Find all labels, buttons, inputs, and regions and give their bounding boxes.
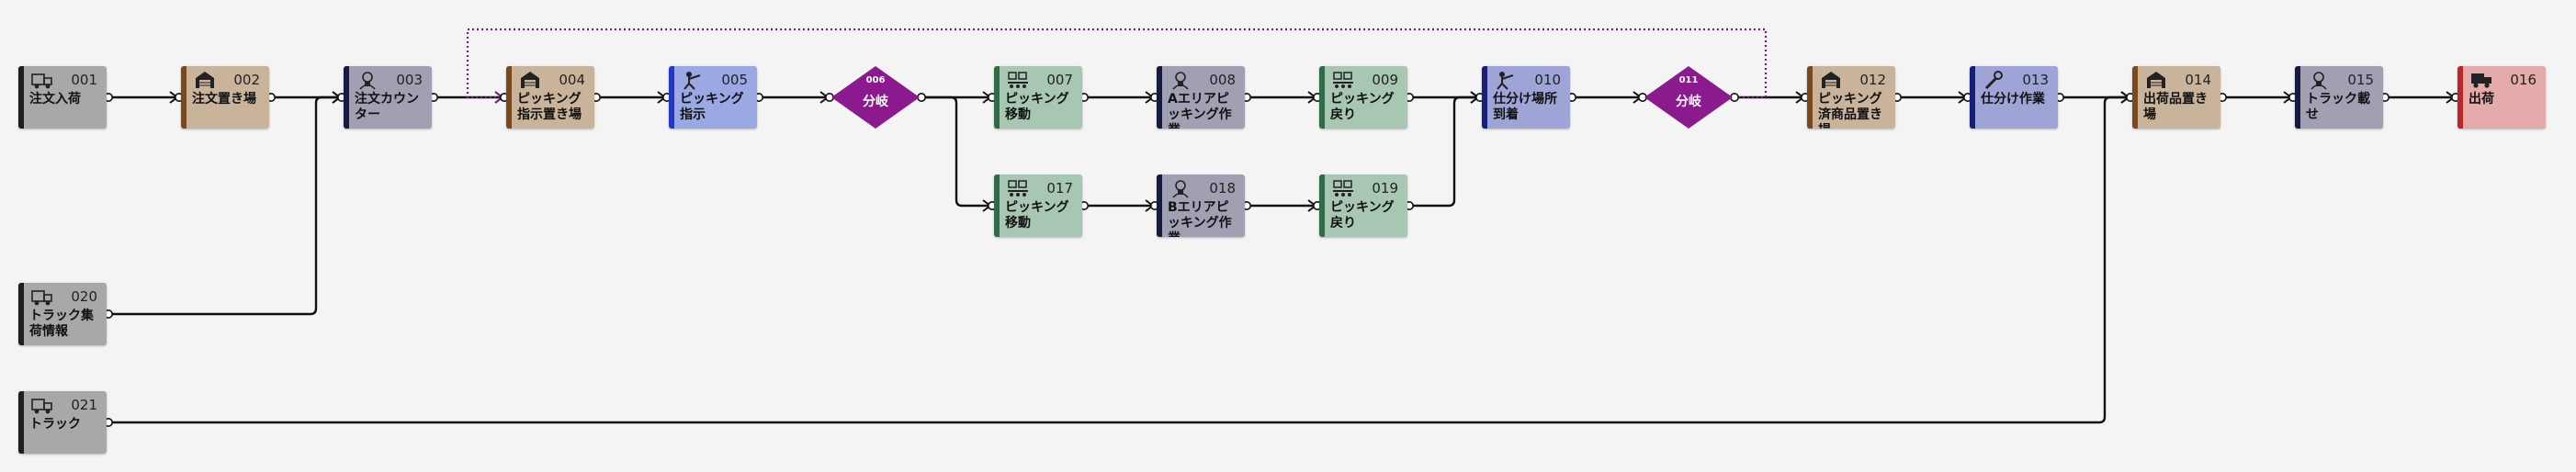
node-number: 004 [559, 72, 585, 88]
warehouse-icon [194, 70, 216, 90]
node-number: 001 [71, 72, 97, 88]
node-label: 出荷品置き場 [2143, 92, 2208, 122]
node-number: 013 [2022, 72, 2049, 88]
worker-icon [1169, 178, 1192, 198]
node-label: ピッキング移動 [1005, 200, 1069, 230]
diamond-shape [1644, 66, 1733, 129]
warehouse-icon [519, 70, 541, 90]
node-label: トラック集荷情報 [29, 309, 94, 339]
node-number: 009 [1372, 72, 1398, 88]
node-number: 010 [1534, 72, 1561, 88]
node-label: 分岐 [863, 95, 888, 109]
edge-line [925, 96, 990, 208]
node-label: ピッキング移動 [1005, 92, 1069, 122]
node-number: 005 [721, 72, 748, 88]
node-label: Bエリアピッキング作業 [1168, 200, 1232, 237]
operator-icon [1495, 70, 1517, 90]
conveyor-icon [1332, 70, 1354, 90]
node-001[interactable]: 001 注文入荷 [18, 66, 107, 129]
node-017[interactable]: 017 ピッキング移動 [994, 174, 1082, 237]
node-number: 016 [2510, 72, 2536, 88]
node-004[interactable]: 004 ピッキング指示置き場 [506, 66, 594, 129]
edge-line [1413, 96, 1478, 208]
worker-icon [1169, 70, 1192, 90]
node-number: 008 [1209, 72, 1236, 88]
node-label: ピッキング戻り [1330, 200, 1395, 230]
node-number: 012 [1859, 72, 1886, 88]
node-014[interactable]: 014 出荷品置き場 [2132, 66, 2220, 129]
node-number: 006 [865, 75, 886, 85]
warehouse-icon [1820, 70, 1842, 90]
conveyor-icon [1332, 178, 1354, 198]
node-number: 002 [233, 72, 260, 88]
node-number: 011 [1678, 75, 1699, 85]
node-number: 020 [71, 288, 97, 305]
node-003[interactable]: 003 注文カウンター [344, 66, 432, 129]
node-007[interactable]: 007 ピッキング移動 [994, 66, 1082, 129]
edge-line [112, 96, 2129, 424]
node-number: 018 [1209, 180, 1236, 197]
worker-icon [2308, 70, 2330, 90]
node-label: 仕分け場所到着 [1493, 92, 1557, 122]
node-label: 注文入荷 [29, 92, 81, 107]
node-015[interactable]: 015 トラック載せ [2295, 66, 2383, 129]
node-002[interactable]: 002 注文置き場 [181, 66, 269, 129]
node-number: 017 [1046, 180, 1073, 197]
truck-icon [31, 70, 53, 90]
tool-icon [1983, 70, 2005, 90]
node-013[interactable]: 013 仕分け作業 [1970, 66, 2058, 129]
node-label: ピッキング戻り [1330, 92, 1395, 122]
node-number: 021 [71, 397, 97, 413]
shipping-truck-icon [2470, 70, 2492, 90]
conveyor-icon [1007, 178, 1029, 198]
node-label: ピッキング指示 [680, 92, 744, 122]
node-label: ピッキング指示置き場 [517, 92, 582, 122]
node-005[interactable]: 005 ピッキング指示 [669, 66, 757, 129]
node-label: 注文カウンター [355, 92, 419, 122]
node-label: Aエリアピッキング作業 [1168, 92, 1232, 129]
node-008[interactable]: 008 Aエリアピッキング作業 [1157, 66, 1245, 129]
node-010[interactable]: 010 仕分け場所到着 [1482, 66, 1570, 129]
node-021[interactable]: 021 トラック [18, 391, 107, 454]
node-number: 007 [1046, 72, 1073, 88]
node-label: 出荷 [2469, 92, 2494, 107]
operator-icon [682, 70, 704, 90]
node-label: 注文置き場 [192, 92, 256, 107]
decision-node-006[interactable]: 006 分岐 [831, 66, 920, 129]
node-number: 003 [396, 72, 423, 88]
node-019[interactable]: 019 ピッキング戻り [1319, 174, 1407, 237]
decision-node-011[interactable]: 011 分岐 [1644, 66, 1733, 129]
node-label: ピッキング済商品置き場 [1818, 92, 1882, 129]
node-label: 分岐 [1676, 95, 1701, 109]
node-number: 014 [2185, 72, 2211, 88]
truck-icon [31, 395, 53, 415]
edge-line [466, 28, 1768, 99]
node-number: 015 [2347, 72, 2374, 88]
node-label: 仕分け作業 [1981, 92, 2045, 107]
node-020[interactable]: 020 トラック集荷情報 [18, 283, 107, 345]
worker-icon [356, 70, 378, 90]
node-016[interactable]: 016 出荷 [2457, 66, 2546, 129]
truck-icon [31, 287, 53, 307]
edge-line [112, 96, 340, 316]
node-number: 019 [1372, 180, 1398, 197]
conveyor-icon [1007, 70, 1029, 90]
node-label: トラック載せ [2306, 92, 2370, 122]
node-009[interactable]: 009 ピッキング戻り [1319, 66, 1407, 129]
warehouse-icon [2145, 70, 2167, 90]
node-018[interactable]: 018 Bエリアピッキング作業 [1157, 174, 1245, 237]
diamond-shape [831, 66, 920, 129]
node-012[interactable]: 012 ピッキング済商品置き場 [1807, 66, 1895, 129]
node-label: トラック [29, 417, 81, 432]
